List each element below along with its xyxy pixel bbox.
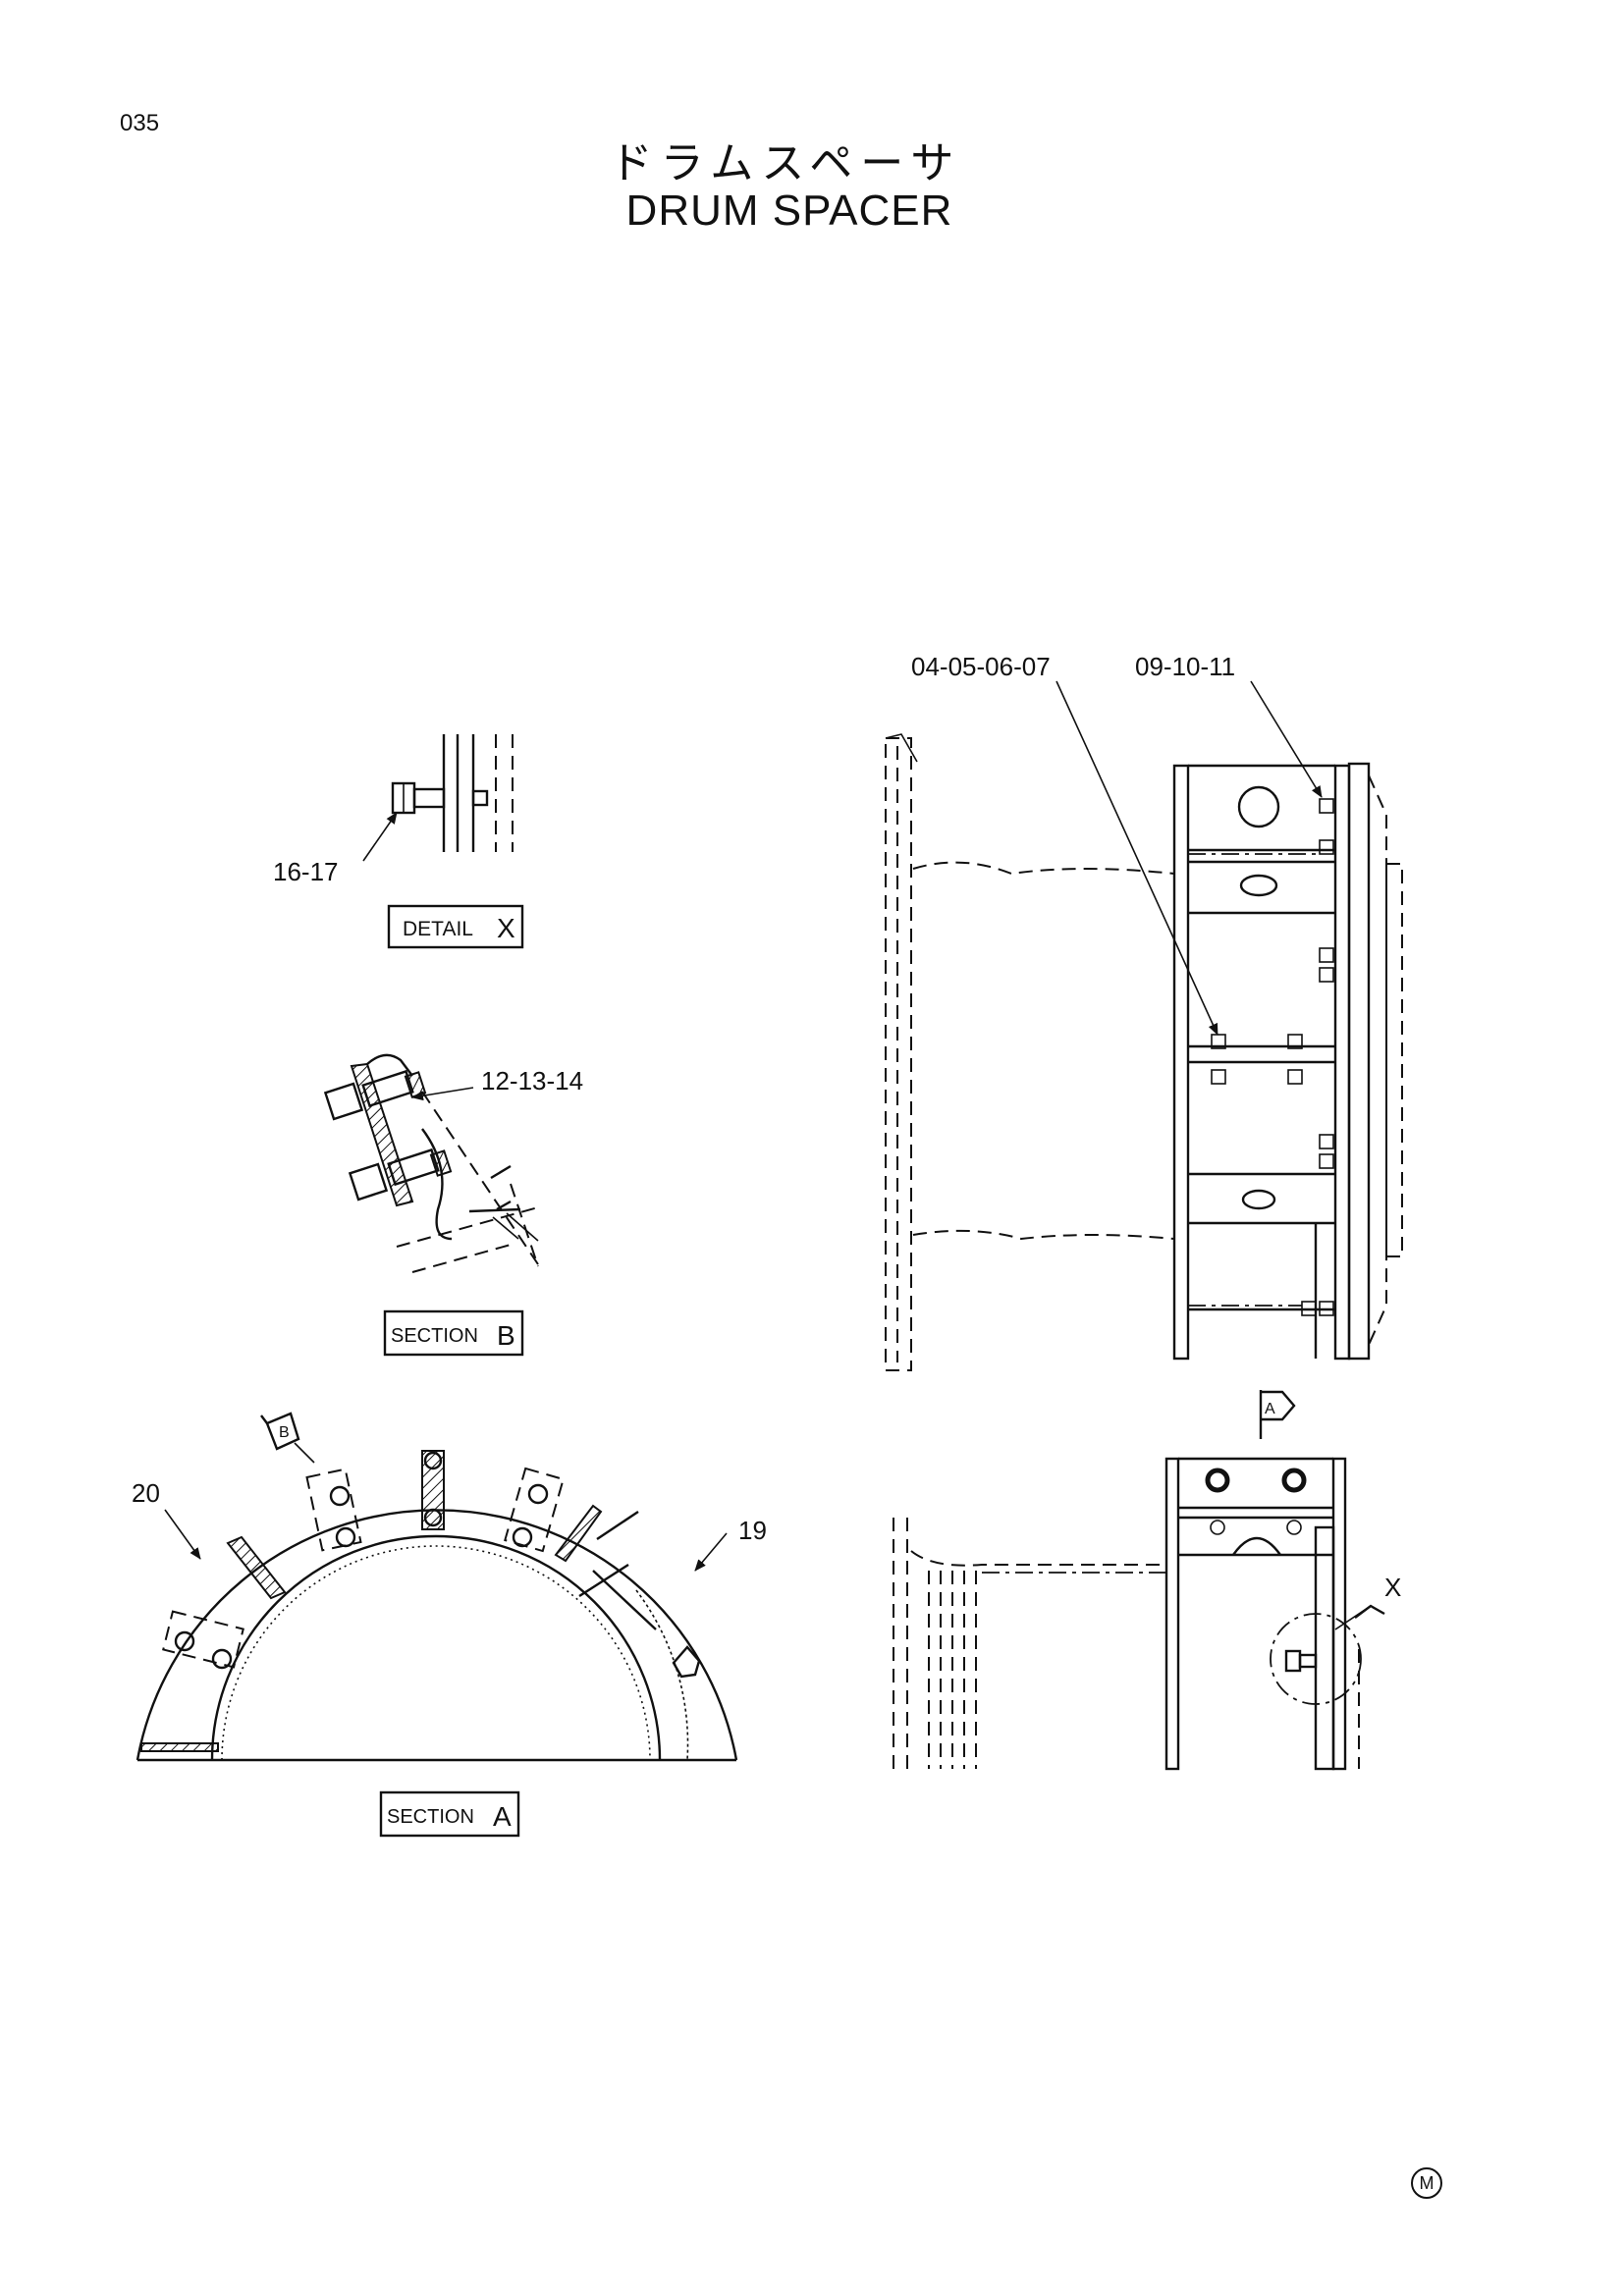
- title-japanese: ドラムスペーサ: [609, 138, 962, 188]
- callout-04-05-06-07: 04-05-06-07: [911, 652, 1051, 681]
- section-b-word: SECTION: [391, 1325, 478, 1347]
- callout-20: 20: [132, 1478, 160, 1508]
- section-a-label-box: SECTION A: [379, 1790, 520, 1838]
- page-number: 035: [120, 110, 160, 136]
- callout-12-13-14: 12-13-14: [481, 1066, 583, 1095]
- detail-x-letter: X: [497, 913, 515, 943]
- section-a-view: [135, 1412, 738, 1762]
- detail-x-mark: X: [1384, 1573, 1401, 1602]
- detail-x-word: DETAIL: [403, 918, 473, 940]
- manufacturer-mark: M: [1411, 2167, 1442, 2199]
- detail-x-label-box: DETAIL X: [387, 904, 524, 949]
- arrow-a-label: A: [1265, 1401, 1275, 1417]
- callout-16-17: 16-17: [273, 857, 339, 886]
- arrow-b-label: B: [279, 1424, 290, 1441]
- section-b-letter: B: [497, 1320, 515, 1351]
- callout-09-10-11: 09-10-11: [1135, 652, 1235, 681]
- lower-right-view: [893, 1390, 1385, 1771]
- main-elevation-view: [885, 680, 1403, 1371]
- callout-19: 19: [738, 1516, 767, 1545]
- title-english: DRUM SPACER: [625, 187, 953, 235]
- section-a-word: SECTION: [387, 1806, 474, 1828]
- section-b-view: [323, 1053, 539, 1273]
- detail-x-view: [362, 734, 514, 862]
- section-a-letter: A: [493, 1801, 512, 1832]
- section-b-label-box: SECTION B: [383, 1309, 524, 1357]
